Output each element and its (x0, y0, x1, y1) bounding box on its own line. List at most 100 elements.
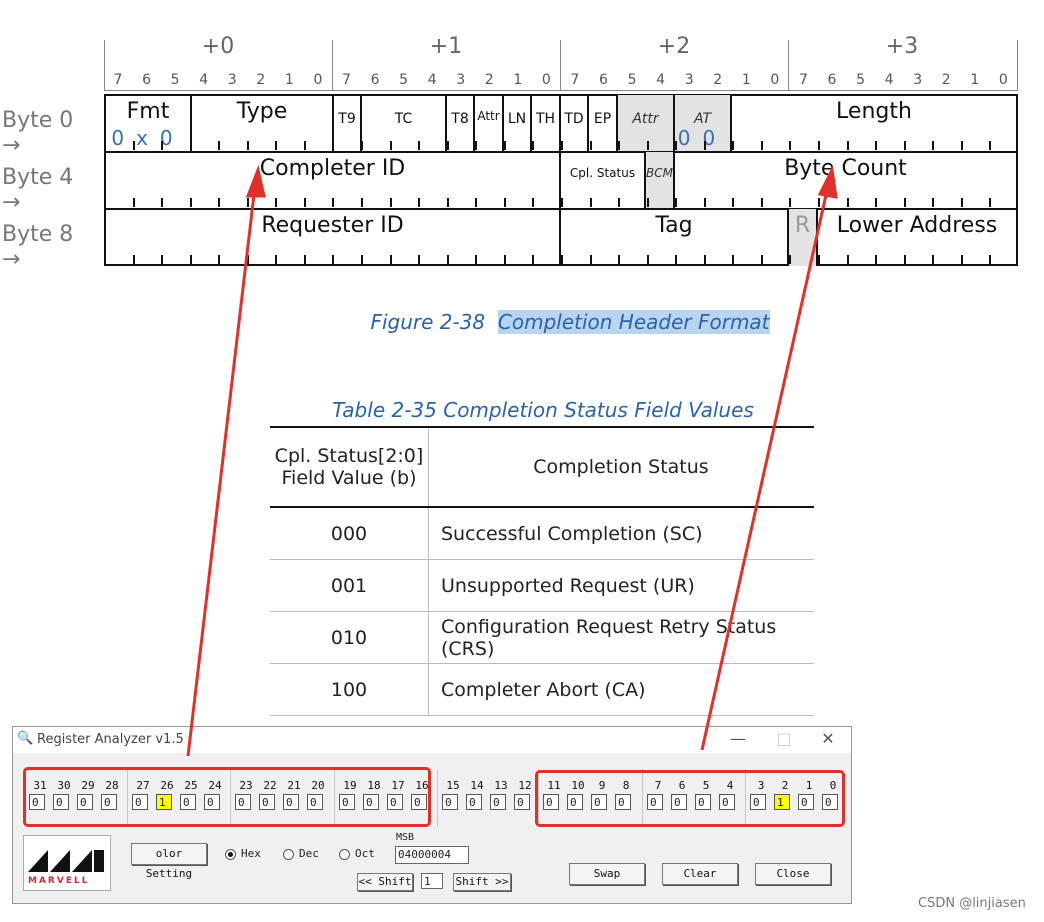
bit-value-input[interactable]: 0 (466, 794, 482, 810)
bit-value-input[interactable]: 0 (387, 794, 403, 810)
byte-divider (332, 40, 333, 90)
bit-index-label: 11 (547, 779, 561, 792)
bit-index-label: 25 (184, 779, 198, 792)
field-fmt: Fmt 0x0 (106, 95, 192, 152)
bit-tick (703, 141, 706, 150)
bit-number: 7 (570, 72, 580, 88)
bit-value-input[interactable]: 0 (798, 794, 814, 810)
bit-value-input[interactable]: 0 (77, 794, 93, 810)
bit-tick (503, 255, 506, 264)
bit-tick (675, 198, 678, 207)
bit-tick (361, 198, 364, 207)
column-header-completion-status: Completion Status (428, 426, 814, 508)
status-name-cell: Configuration Request Retry Status (CRS) (428, 611, 814, 664)
bit-tick (932, 141, 935, 150)
bit-value-input[interactable]: 0 (283, 794, 299, 810)
figure-caption-title: Completion Header Format (497, 310, 770, 334)
field-t9-label: T9 (338, 111, 356, 127)
bit-value-input[interactable]: 0 (671, 794, 687, 810)
close-window-button[interactable]: ✕ (821, 729, 835, 748)
marvell-logo: MARVELL (23, 835, 111, 891)
bit-tick (303, 255, 306, 264)
bit-value-input[interactable]: 0 (101, 794, 117, 810)
maximize-button[interactable]: □ (776, 729, 792, 748)
bit-value-input[interactable]: 0 (259, 794, 275, 810)
field-length: Length (732, 95, 1018, 152)
bit-value-input[interactable]: 0 (822, 794, 838, 810)
field-td-label: TD (564, 111, 584, 127)
bit-tick (818, 198, 820, 207)
bit-index-label: 15 (446, 779, 460, 792)
bit-tick (789, 141, 792, 150)
title-bar[interactable]: 🔍 Register Analyzer v1.5 — □ ✕ (13, 727, 851, 753)
register-value-input[interactable]: 04000004 (395, 846, 469, 864)
bit-value-input[interactable]: 0 (204, 794, 220, 810)
bit-tick (646, 198, 649, 207)
bit-tick (418, 141, 421, 150)
bit-number: 2 (713, 72, 723, 88)
bit-tick (618, 141, 621, 150)
bit-value-input[interactable]: 0 (307, 794, 323, 810)
field-th: TH (532, 95, 561, 152)
bit-value-input[interactable]: 0 (442, 794, 458, 810)
bit-value-input[interactable]: 0 (490, 794, 506, 810)
bit-tick (246, 141, 249, 150)
bit-value-input[interactable]: 0 (514, 794, 530, 810)
bit-value-input[interactable]: 1 (156, 794, 172, 810)
bit-value-input[interactable]: 0 (543, 794, 559, 810)
radio-oct[interactable]: Oct (339, 847, 375, 860)
bit-index-label: 2 (781, 779, 789, 792)
bit-tick (246, 198, 249, 207)
clear-button[interactable]: Clear (662, 863, 738, 885)
bit-tick (618, 198, 621, 207)
bit-value-input[interactable]: 0 (235, 794, 251, 810)
bit-value-input[interactable]: 0 (591, 794, 607, 810)
bit-value-input[interactable]: 0 (719, 794, 735, 810)
field-ep: EP (589, 95, 618, 152)
bit-value-input[interactable]: 0 (29, 794, 45, 810)
row-label-byte8: Byte 8 → (2, 222, 74, 272)
bit-index-label: 12 (518, 779, 532, 792)
bit-tick (475, 198, 478, 207)
bit-value-input[interactable]: 1 (774, 794, 790, 810)
bit-tick (418, 198, 421, 207)
field-ep-label: EP (593, 111, 612, 127)
bit-tick (675, 255, 678, 264)
bit-value-input[interactable]: 0 (750, 794, 766, 810)
bit-tick (589, 255, 592, 264)
bit-value-input[interactable]: 0 (615, 794, 631, 810)
bit-number: 5 (856, 72, 865, 88)
bit-value-input[interactable]: 0 (411, 794, 427, 810)
bit-value-input[interactable]: 0 (339, 794, 355, 810)
shift-left-button[interactable]: << Shift (357, 873, 413, 891)
bit-value-input[interactable]: 0 (363, 794, 379, 810)
bit-value-input[interactable]: 0 (567, 794, 583, 810)
shift-right-button[interactable]: Shift >> (453, 873, 511, 891)
bit-tick (560, 141, 563, 150)
swap-button[interactable]: Swap (569, 863, 645, 885)
row-label-byte4: Byte 4 → (2, 165, 74, 215)
bit-value-input[interactable]: 0 (53, 794, 69, 810)
close-button[interactable]: Close (755, 863, 831, 885)
bit-value-input[interactable]: 0 (132, 794, 148, 810)
minimize-button[interactable]: — (730, 729, 746, 748)
byte-divider (1017, 40, 1018, 90)
bit-number: 1 (741, 72, 751, 88)
bit-value-input[interactable]: 0 (180, 794, 196, 810)
color-setting-button[interactable]: olor Setting (131, 843, 207, 880)
bit-index-label: 30 (57, 779, 71, 792)
bit-value-input[interactable]: 0 (695, 794, 711, 810)
bit-value-input[interactable]: 0 (647, 794, 663, 810)
logo-wordmark: MARVELL (28, 876, 90, 886)
radio-dec[interactable]: Dec (283, 847, 319, 860)
shift-amount-input[interactable]: 1 (421, 873, 443, 889)
bit-tick (218, 198, 221, 207)
bit-tick (532, 141, 535, 150)
bit-tick (446, 255, 449, 264)
bit-tick (389, 198, 392, 207)
radio-hex[interactable]: Hex (225, 847, 261, 860)
bit-tick (503, 141, 506, 150)
bit-tick (161, 255, 164, 264)
